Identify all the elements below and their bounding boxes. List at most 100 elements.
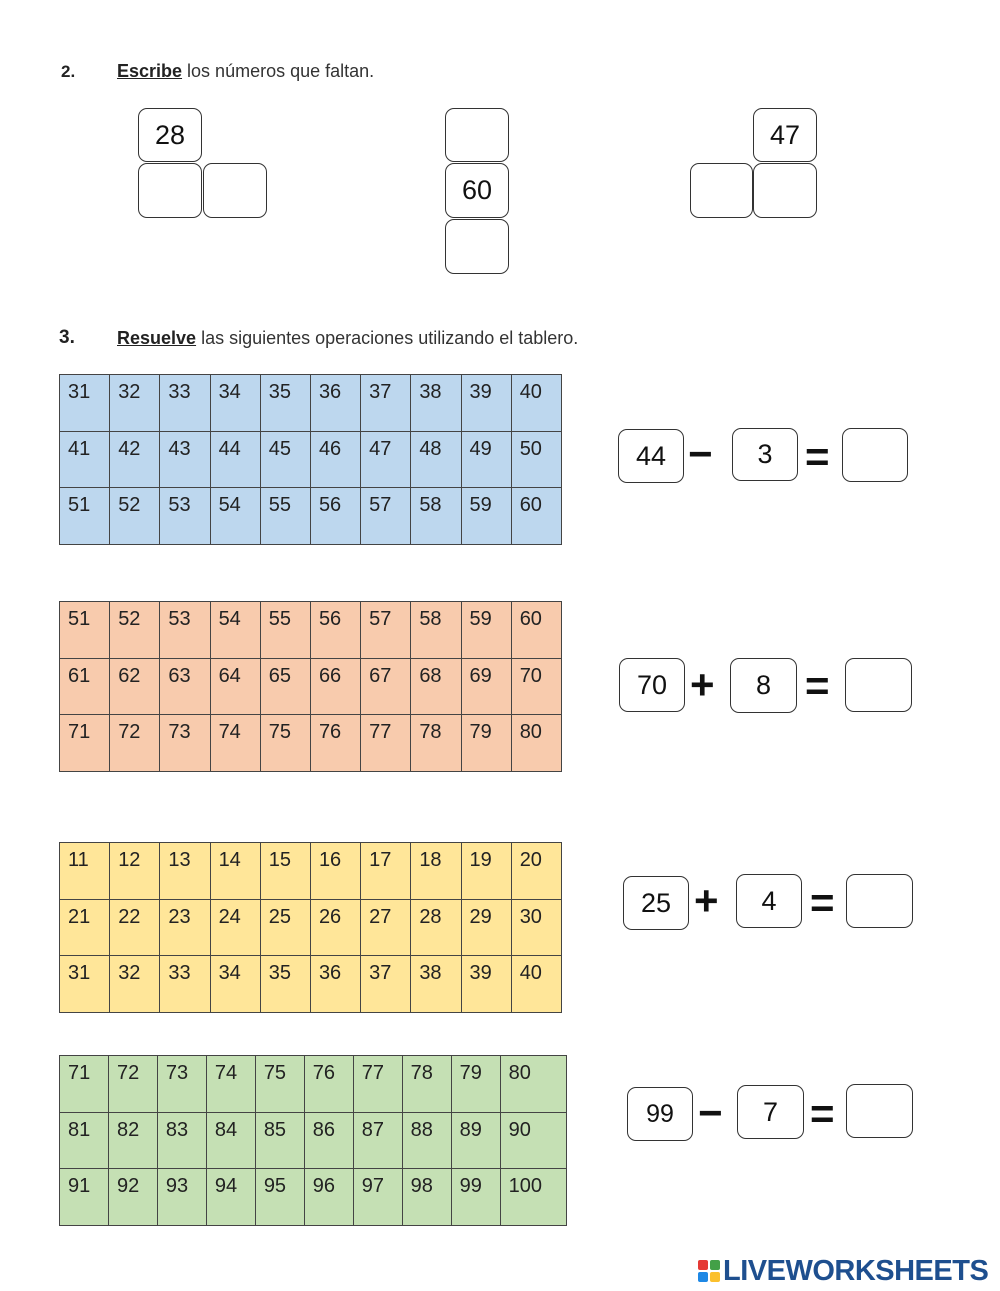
exercise-3-instruction-text: las siguientes operaciones utilizando el… (196, 328, 579, 348)
board-cell: 25 (259, 898, 311, 957)
board-cell: 60 (510, 487, 563, 546)
answer-input[interactable] (445, 219, 509, 274)
board-cell: 41 (58, 430, 111, 489)
board-cell: 96 (303, 1168, 354, 1227)
board-cell: 38 (410, 374, 462, 432)
board-cell: 71 (58, 714, 111, 773)
board-cell: 77 (360, 714, 412, 773)
board-cell: 18 (410, 842, 462, 900)
board-cell: 34 (209, 955, 261, 1014)
board-cell: 93 (156, 1168, 207, 1227)
board-cell: 67 (360, 657, 412, 716)
board-cell: 58 (410, 487, 462, 546)
board-cell: 38 (410, 955, 462, 1014)
board-cell: 49 (460, 430, 512, 489)
board-cell: 82 (107, 1111, 158, 1170)
board-cell: 59 (460, 601, 512, 659)
board-cell: 24 (209, 898, 261, 957)
exercise-2-verb: Escribe (117, 61, 183, 81)
operand-a-box: 99 (627, 1087, 693, 1141)
board-cell: 74 (209, 714, 261, 773)
board-cell: 11 (58, 842, 111, 900)
board-cell: 54 (209, 601, 261, 659)
board-cell: 79 (450, 1055, 501, 1113)
result-input[interactable] (845, 658, 912, 712)
board-cell: 74 (205, 1055, 256, 1113)
board-cell: 99 (450, 1168, 501, 1227)
exercise-3-number: 3. (59, 327, 75, 348)
board-cell: 29 (460, 898, 512, 957)
board-cell: 90 (499, 1111, 568, 1170)
operand-b-box: 3 (732, 428, 798, 481)
board-cell: 47 (360, 430, 412, 489)
answer-input[interactable] (690, 163, 753, 218)
board-cell: 80 (499, 1055, 568, 1113)
board-cell: 35 (259, 374, 311, 432)
exercise-3-instruction: Resuelve las siguientes operaciones util… (117, 328, 578, 349)
board-cell: 30 (510, 898, 563, 957)
board-cell: 51 (58, 487, 111, 546)
board-cell: 72 (109, 714, 161, 773)
board-cell: 63 (159, 657, 211, 716)
board-cell: 45 (259, 430, 311, 489)
board-cell: 62 (109, 657, 161, 716)
board-cell: 58 (410, 601, 462, 659)
operand-a-box: 44 (618, 429, 684, 483)
exercise-3-verb: Resuelve (117, 328, 197, 348)
board-cell: 55 (259, 487, 311, 546)
board-cell: 89 (450, 1111, 501, 1170)
board-cell: 81 (59, 1111, 109, 1170)
given-number-box: 47 (753, 108, 817, 162)
result-input[interactable] (846, 1084, 913, 1138)
answer-input[interactable] (445, 108, 509, 162)
board-cell: 27 (360, 898, 412, 957)
operand-b-box: 7 (737, 1085, 804, 1139)
exercise-2-instruction: Escribe los números que faltan. (117, 61, 374, 82)
board-cell: 23 (159, 898, 211, 957)
board-cell: 43 (159, 430, 211, 489)
board-cell: 12 (109, 842, 161, 900)
board-cell: 70 (510, 657, 563, 716)
logo-text: LIVEWORKSHEETS (723, 1254, 989, 1287)
board-cell: 20 (510, 842, 563, 900)
board-cell: 57 (360, 487, 412, 546)
board-cell: 16 (309, 842, 362, 900)
answer-input[interactable] (203, 163, 267, 218)
board-cell: 85 (254, 1111, 305, 1170)
board-cell: 21 (58, 898, 111, 957)
board-cell: 73 (159, 714, 211, 773)
board-cell: 75 (254, 1055, 305, 1113)
answer-input[interactable] (753, 163, 817, 218)
board-cell: 13 (159, 842, 211, 900)
board-cell: 22 (109, 898, 161, 957)
board-cell: 36 (309, 374, 362, 432)
board-cell: 40 (510, 955, 563, 1014)
board-cell: 53 (159, 601, 211, 659)
board-cell: 32 (109, 955, 161, 1014)
board-cell: 52 (109, 601, 161, 659)
board-cell: 76 (309, 714, 362, 773)
board-cell: 80 (510, 714, 563, 773)
board-cell: 36 (309, 955, 362, 1014)
board-cell: 37 (360, 955, 412, 1014)
board-cell: 78 (410, 714, 462, 773)
board-cell: 46 (309, 430, 362, 489)
board-cell: 98 (401, 1168, 452, 1227)
answer-input[interactable] (138, 163, 202, 218)
board-cell: 84 (205, 1111, 256, 1170)
board-cell: 40 (510, 374, 563, 432)
board-cell: 79 (460, 714, 512, 773)
board-cell: 56 (309, 487, 362, 546)
result-input[interactable] (846, 874, 913, 928)
board-cell: 28 (410, 898, 462, 957)
board-cell: 75 (259, 714, 311, 773)
result-input[interactable] (842, 428, 908, 482)
board-cell: 50 (510, 430, 563, 489)
